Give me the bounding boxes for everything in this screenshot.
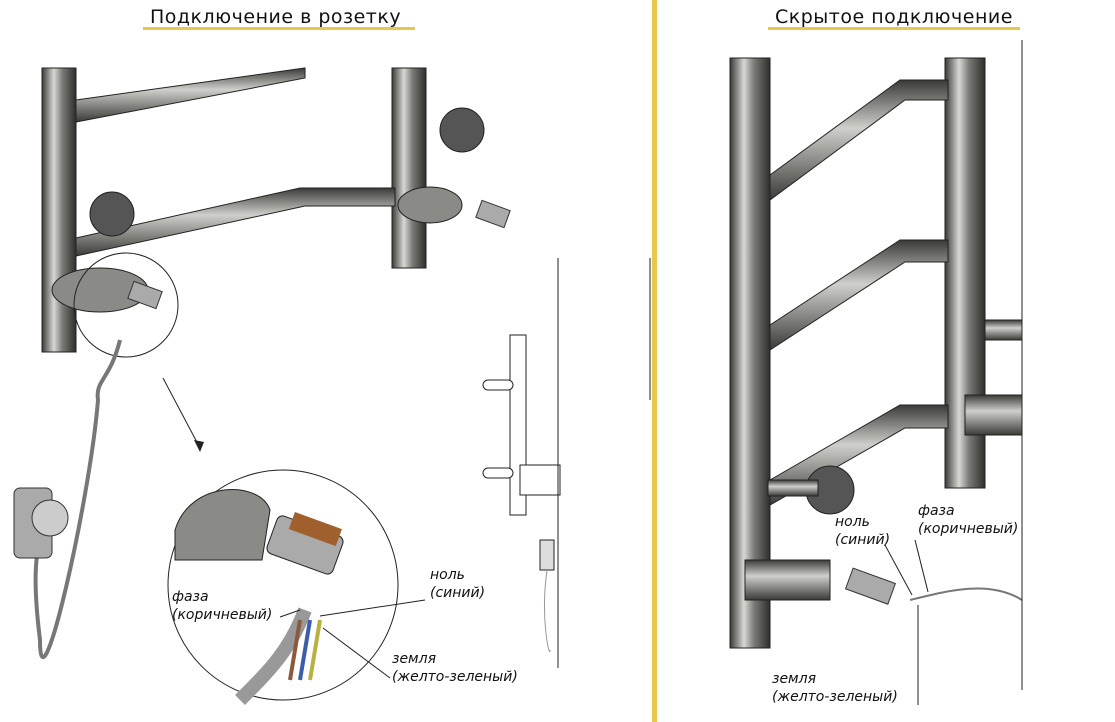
phase-color-text: (коричневый): [172, 607, 273, 623]
right-ground-label: земля (желто-зеленый): [772, 670, 898, 706]
left-towel-rail: [13, 67, 651, 705]
ground-color-text: (желто-зеленый): [772, 689, 898, 705]
panel-divider: [652, 0, 657, 722]
neutral-text: ноль: [835, 514, 870, 530]
left-title-underline: [143, 27, 415, 30]
left-neutral-label: ноль (синий): [430, 566, 485, 602]
ground-text: земля: [772, 671, 816, 687]
left-title: Подключение в розетку: [150, 6, 402, 28]
left-ground-label: земля (желто-зеленый): [392, 650, 518, 686]
right-phase-label: фаза (коричневый): [918, 502, 1018, 538]
ground-text: земля: [392, 651, 436, 667]
neutral-text: ноль: [430, 567, 465, 583]
neutral-color-text: (синий): [430, 585, 486, 601]
left-phase-label: фаза (коричневый): [172, 588, 272, 624]
right-towel-rail: [729, 40, 1023, 705]
right-neutral-label: ноль (синий): [835, 513, 890, 549]
phase-text: фаза: [918, 503, 955, 519]
right-title: Скрытое подключение: [775, 6, 1013, 28]
phase-text: фаза: [172, 589, 209, 605]
phase-color-text: (коричневый): [918, 521, 1019, 537]
neutral-color-text: (синий): [835, 532, 891, 548]
right-title-underline: [768, 27, 1020, 30]
ground-color-text: (желто-зеленый): [392, 669, 518, 685]
